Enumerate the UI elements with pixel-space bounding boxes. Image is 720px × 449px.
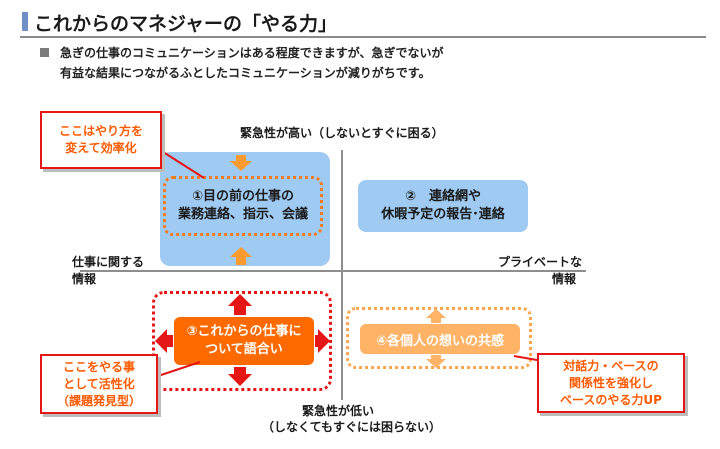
callout-3-pointer	[513, 355, 538, 361]
quadrant-4-dotted-frame	[346, 307, 532, 369]
callout-2-pointer	[157, 361, 201, 377]
callout-efficiency: ここはやり方を変えて効率化	[40, 111, 162, 169]
axis-label-left-sub: 情報	[72, 272, 97, 286]
q3-up-arrow-icon	[228, 294, 252, 315]
quadrant-1-line-1: ①目の前の仕事の	[191, 189, 294, 204]
axis-label-top: 緊急性が高い（しないとすぐに困る）	[240, 126, 444, 140]
axis-label-right: プライベートな	[498, 255, 583, 269]
horizontal-axis	[80, 270, 586, 272]
title-accent-bar	[22, 12, 28, 31]
callout-2-line-3: （課題発見型）	[56, 393, 141, 408]
callout-1-line-1: ここはやり方を	[58, 124, 143, 138]
axis-label-bottom: 緊急性が低い	[302, 404, 375, 418]
quadrant-3-line-1: ③これからの仕事に	[186, 324, 302, 339]
quadrant-1-label: ①目の前の仕事の業務連絡、指示、会議	[163, 176, 323, 236]
bullet-text-line-2: 有益な結果につながるふとしたコミュニケーションが減りがちです。	[60, 66, 431, 80]
page-title: これからのマネジャーの「やる力」	[34, 13, 338, 35]
quadrant-2-box: ② 連絡網や休暇予定の報告･連絡	[358, 180, 528, 232]
axis-label-right-sub: 情報	[552, 272, 577, 286]
quadrant-1-background	[160, 152, 330, 266]
quadrant-3-dotted-frame	[152, 291, 332, 391]
quadrant-4-box: ④各個人の想いの共感	[360, 324, 520, 354]
axis-label-left: 仕事に関する	[72, 255, 145, 269]
q1-up-arrow-icon	[230, 247, 252, 265]
q1-down-arrow-icon	[230, 155, 252, 171]
quadrant-3-line-2: ついて語合い	[205, 342, 283, 357]
callout-3-line-2: 関係性を強化し	[568, 375, 653, 390]
axis-label-bottom-sub: （しなくてもすぐには困らない）	[262, 420, 442, 434]
callout-dialogue: 対話力・ベースの関係性を強化しベースのやる力UP	[537, 353, 685, 413]
q4-down-arrow-icon	[426, 355, 446, 368]
callout-3-line-1: 対話力・ベースの	[563, 358, 659, 373]
callout-2-line-1: ここをやる事	[62, 359, 135, 374]
title-divider	[20, 36, 706, 38]
quadrant-2-line-1: ② 連絡網や	[404, 189, 481, 204]
bullet-square-icon	[40, 48, 49, 57]
q3-left-arrow-icon	[155, 329, 173, 353]
vertical-axis	[341, 150, 343, 400]
callout-1-pointer	[159, 149, 205, 179]
q4-up-arrow-icon	[426, 309, 446, 323]
quadrant-1-dotted-frame	[163, 176, 323, 236]
quadrant-3-box: ③これからの仕事について語合い	[174, 317, 314, 365]
q3-down-arrow-icon	[228, 367, 252, 386]
q3-right-arrow-icon	[315, 329, 330, 353]
quadrant-1-line-2: 業務連絡、指示、会議	[177, 207, 308, 222]
quadrant-2-line-2: 休暇予定の報告･連絡	[381, 207, 505, 222]
callout-3-line-3: ベースのやる力UP	[560, 392, 662, 407]
callout-activation: ここをやる事として活性化 （課題発見型）	[40, 354, 158, 414]
callout-2-line-2: として活性化	[63, 376, 135, 391]
bullet-text-line-1: 急ぎの仕事のコミュニケーションはある程度できますが、急ぎでないが	[60, 46, 444, 60]
callout-1-line-2: 変えて効率化	[65, 141, 137, 155]
